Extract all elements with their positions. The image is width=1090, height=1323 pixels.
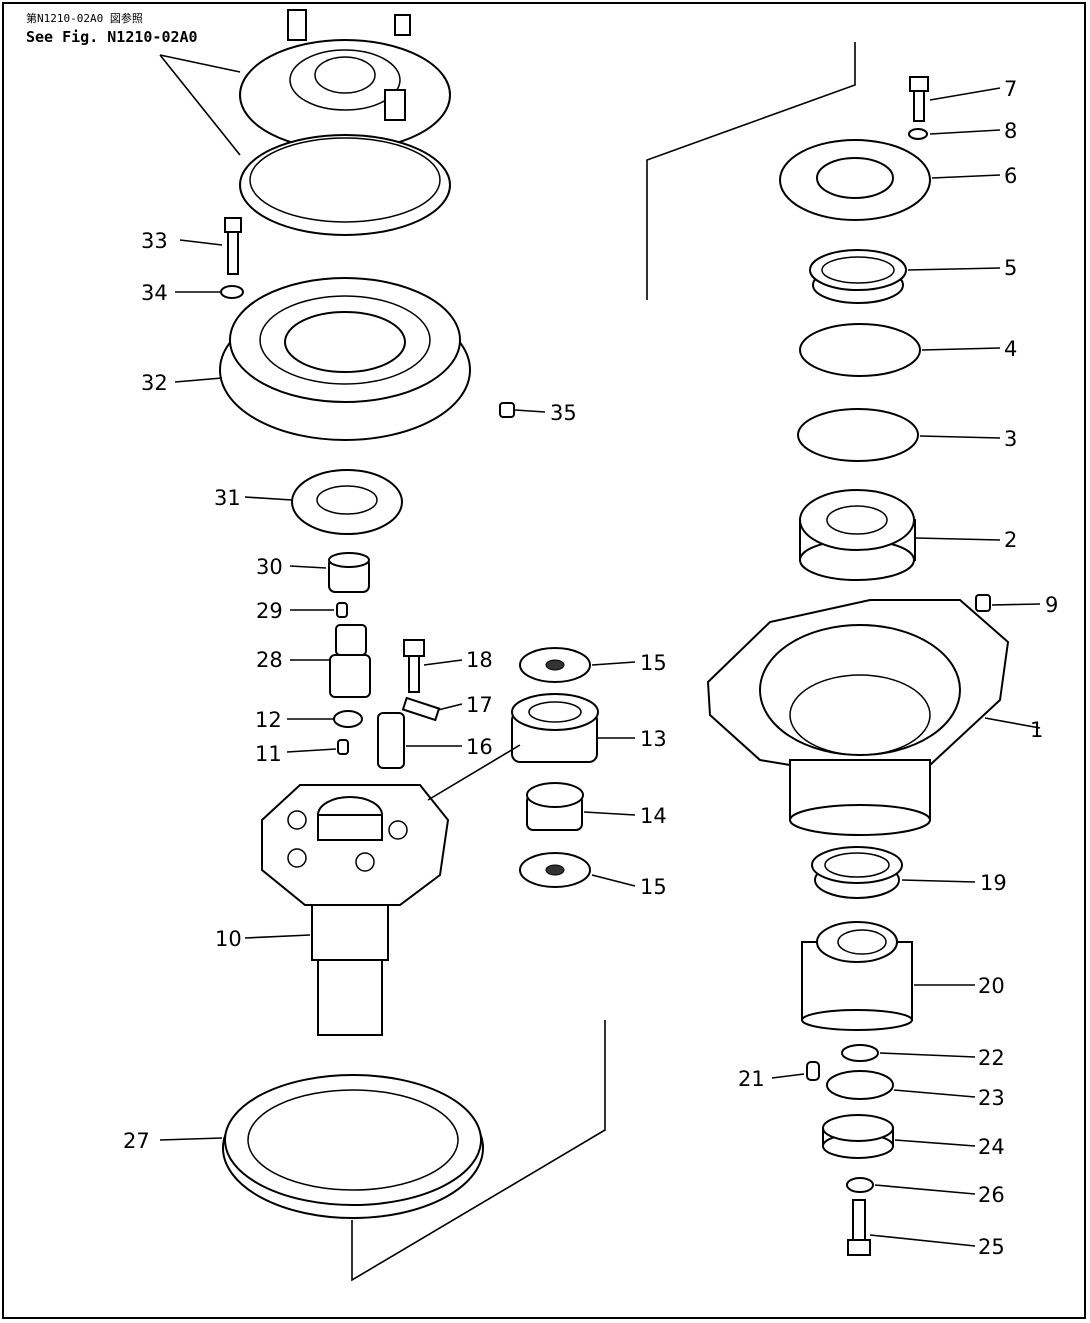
callout-16: 16: [466, 735, 493, 759]
reference-note-english: See Fig. N1210-02A0: [26, 28, 198, 46]
part-11-pin: [337, 739, 349, 755]
part-18-bolt: [403, 639, 425, 693]
part-23-o-ring: [826, 1070, 894, 1100]
callout-15-lower: 15: [640, 875, 667, 899]
part-gasket-ring: [239, 134, 451, 236]
part-2-roller-bearing: [799, 489, 916, 581]
callout-30: 30: [256, 555, 283, 579]
callout-14: 14: [640, 804, 667, 828]
callout-11: 11: [255, 742, 282, 766]
part-1-case: [706, 599, 1010, 836]
part-13-planet-gear: [511, 693, 599, 763]
part-30-collar: [328, 552, 370, 593]
reference-note-japanese: 第N1210-02A0 図参照: [26, 12, 143, 25]
callout-4: 4: [1004, 337, 1017, 361]
part-15-thrust-washer-upper: [519, 647, 591, 683]
part-32-ring-housing: [219, 277, 471, 441]
callout-1: 1: [1030, 718, 1043, 742]
guide-line-carrier-planet: [427, 744, 521, 801]
leader-lines: [159, 87, 1041, 1247]
part-15-thrust-washer-lower: [519, 852, 591, 888]
callout-5: 5: [1004, 256, 1017, 280]
part-12-thrust-washer: [333, 710, 363, 728]
part-7-bolt: [909, 76, 929, 122]
part-24-plate: [822, 1114, 894, 1159]
part-8-washer: [908, 128, 928, 140]
part-35-plug: [499, 402, 515, 418]
callout-21: 21: [738, 1067, 765, 1091]
part-5-bearing-cone: [809, 249, 907, 304]
part-29-pin: [336, 602, 348, 618]
callout-28: 28: [256, 648, 283, 672]
callout-2: 2: [1004, 528, 1017, 552]
part-motor-housing: [239, 9, 451, 151]
part-4-snap-ring: [799, 323, 921, 377]
callout-9: 9: [1045, 593, 1058, 617]
callout-10: 10: [215, 927, 242, 951]
callout-15-upper: 15: [640, 651, 667, 675]
callout-24: 24: [978, 1135, 1005, 1159]
callout-20: 20: [978, 974, 1005, 998]
callout-33: 33: [141, 229, 168, 253]
guide-line-right-top: [646, 42, 856, 300]
part-34-washer: [220, 285, 244, 299]
part-26-washer: [846, 1177, 874, 1193]
part-31-bearing: [291, 469, 403, 535]
leader-reference-bottom: [159, 54, 241, 156]
callout-29: 29: [256, 599, 283, 623]
part-25-bolt: [847, 1199, 871, 1256]
callout-25: 25: [978, 1235, 1005, 1259]
part-28-sun-gear: [329, 624, 371, 698]
callout-18: 18: [466, 648, 493, 672]
part-21-pin: [806, 1061, 820, 1081]
part-6-cover-plate: [779, 139, 931, 221]
callout-6: 6: [1004, 164, 1017, 188]
callout-3: 3: [1004, 427, 1017, 451]
part-10-planet-carrier: [261, 784, 450, 1036]
callout-23: 23: [978, 1086, 1005, 1110]
reference-note: 第N1210-02A0 図参照 See Fig. N1210-02A0: [26, 10, 198, 46]
callout-26: 26: [978, 1183, 1005, 1207]
part-19-bearing-cone: [811, 846, 903, 899]
callout-7: 7: [1004, 77, 1017, 101]
part-14-needle-bearing: [526, 782, 584, 831]
callout-13: 13: [640, 727, 667, 751]
part-20-pinion: [801, 921, 913, 1031]
part-22-o-ring: [841, 1044, 879, 1062]
part-33-bolt: [224, 217, 242, 275]
callout-17: 17: [466, 693, 493, 717]
callout-19: 19: [980, 871, 1007, 895]
callout-8: 8: [1004, 119, 1017, 143]
callout-12: 12: [255, 708, 282, 732]
part-16-pin-shaft: [377, 712, 405, 769]
callout-34: 34: [141, 281, 168, 305]
part-27-ring-gear: [222, 1074, 484, 1219]
part-17-lock-plate: [401, 696, 441, 722]
leader-reference-top: [159, 54, 241, 73]
callout-35: 35: [550, 401, 577, 425]
callout-27: 27: [123, 1129, 150, 1153]
guide-line-bottom: [351, 1020, 606, 1282]
callout-31: 31: [214, 486, 241, 510]
part-9-plug: [975, 594, 991, 612]
callout-22: 22: [978, 1046, 1005, 1070]
callout-32: 32: [141, 371, 168, 395]
part-3-o-ring: [797, 408, 919, 462]
